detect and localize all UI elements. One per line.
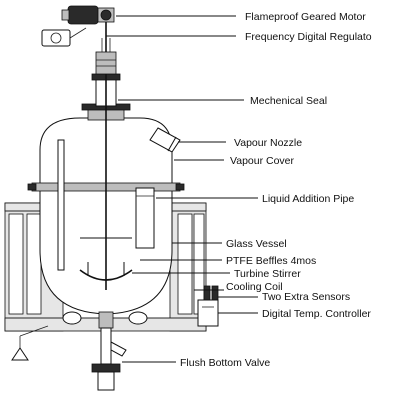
left-coil (8, 213, 42, 315)
two-extra-sensors (203, 285, 219, 301)
leader-lines (106, 15, 258, 363)
label-cooling-coil: Cooling Coil (226, 281, 283, 293)
label-motor: Flameproof Geared Motor (245, 11, 366, 23)
digital-temp-controller (197, 299, 219, 327)
label-digital-temp-controller: Digital Temp. Controller (262, 308, 371, 320)
ground-symbol-icon (11, 325, 49, 361)
label-vapour-cover: Vapour Cover (230, 155, 295, 167)
label-turbine-stirrer: Turbine Stirrer (234, 268, 301, 280)
mechanical-seal (95, 51, 117, 75)
frequency-regulator (41, 27, 87, 47)
label-regulator: Frequency Digital Regulato (245, 31, 372, 43)
label-flush-bottom-valve: Flush Bottom Valve (180, 357, 270, 369)
motor (61, 5, 115, 25)
turbine-stirrer (79, 237, 133, 281)
label-glass-vessel: Glass Vessel (226, 238, 287, 250)
label-ptfe-baffles: PTFE Beffles 4mos (226, 255, 316, 267)
label-two-extra-sensors: Two Extra Sensors (262, 291, 350, 303)
label-mechanical-seal: Mechenical Seal (250, 95, 327, 107)
flush-bottom-valve (91, 311, 127, 391)
label-liquid-addition-pipe: Liquid Addition Pipe (262, 193, 354, 205)
right-coil (177, 213, 205, 315)
liquid-addition-pipe (135, 187, 155, 249)
ptfe-baffle (57, 139, 65, 271)
vapour-nozzle (149, 127, 181, 153)
label-vapour-nozzle: Vapour Nozzle (234, 137, 302, 149)
